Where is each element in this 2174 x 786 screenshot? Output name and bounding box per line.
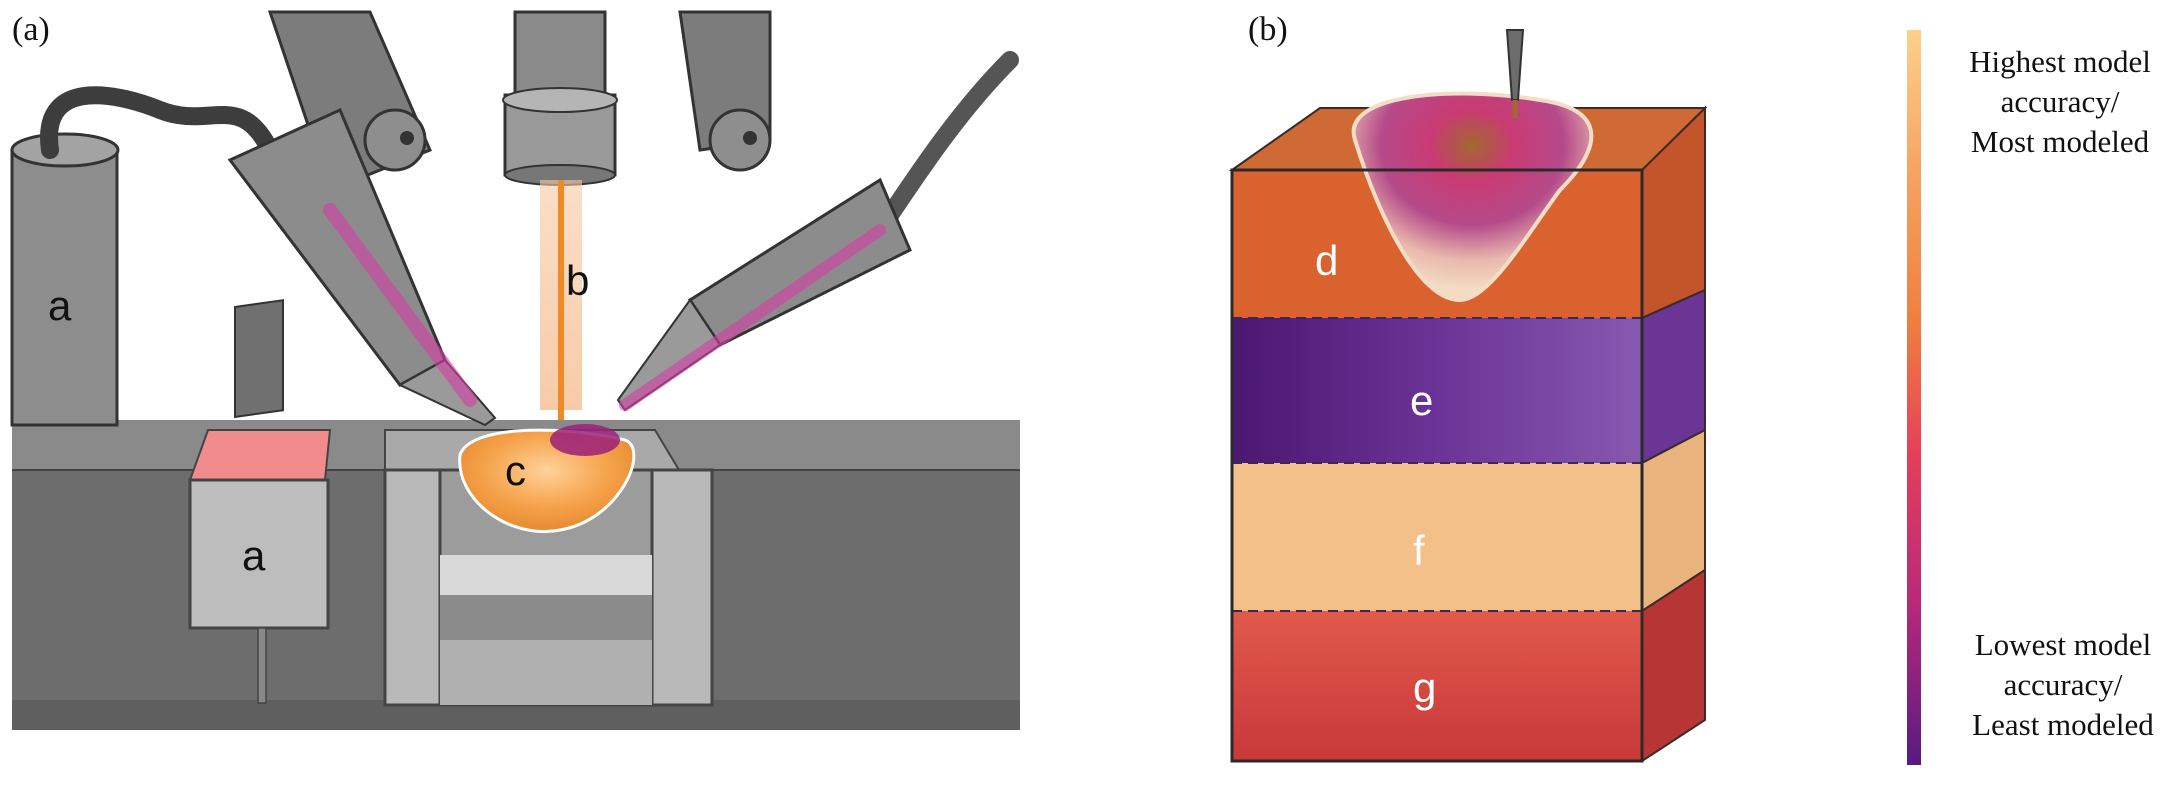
right-powder-stream <box>619 224 886 411</box>
legend-bottom-line-2: accuracy/ <box>2004 667 2123 702</box>
letter-layer-e: e <box>1410 377 1433 424</box>
legend-bottom-line-3: Least modeled <box>1972 707 2154 742</box>
laser-beam <box>558 180 564 420</box>
letter-melt-pool: c <box>505 447 526 494</box>
letter-layer-d: d <box>1315 237 1338 284</box>
legend-color-bar <box>1907 30 1921 765</box>
layer-g <box>1232 611 1642 761</box>
letter-powder-bed: a <box>242 532 266 579</box>
legend-top-line-2: accuracy/ <box>2001 84 2120 119</box>
letter-laser-beam: b <box>566 257 589 304</box>
powder-hose <box>40 86 279 159</box>
legend-top-line-1: Highest model <box>1969 44 2151 79</box>
letter-layer-g: g <box>1413 664 1436 711</box>
feedstock-tank: a <box>10 86 279 427</box>
top-melt-pool <box>1351 91 1594 303</box>
build-chamber: c <box>383 424 714 707</box>
right-nozzle <box>616 10 1019 412</box>
letter-feedstock-tank: a <box>48 282 72 329</box>
laser-head: b <box>502 10 618 420</box>
powder-bed: a <box>188 299 332 704</box>
layer-e <box>1232 318 1642 463</box>
layer-f <box>1232 463 1642 611</box>
accuracy-legend: Highest model accuracy/ Most modeled Low… <box>1907 30 2154 765</box>
legend-bottom-line-1: Lowest model <box>1975 627 2152 662</box>
left-powder-stream <box>323 203 477 407</box>
panel-label-b: (b) <box>1248 11 1288 48</box>
recoater-blade <box>234 299 284 419</box>
nozzle-tip <box>1505 29 1525 101</box>
letter-layer-f: f <box>1413 527 1425 574</box>
panel-label-a: (a) <box>12 11 50 48</box>
panel-b: d e f g (b) <box>1228 11 1708 763</box>
left-nozzle <box>227 10 497 427</box>
panel-a: a a c <box>10 10 1020 730</box>
legend-top-line-3: Most modeled <box>1971 124 2150 159</box>
